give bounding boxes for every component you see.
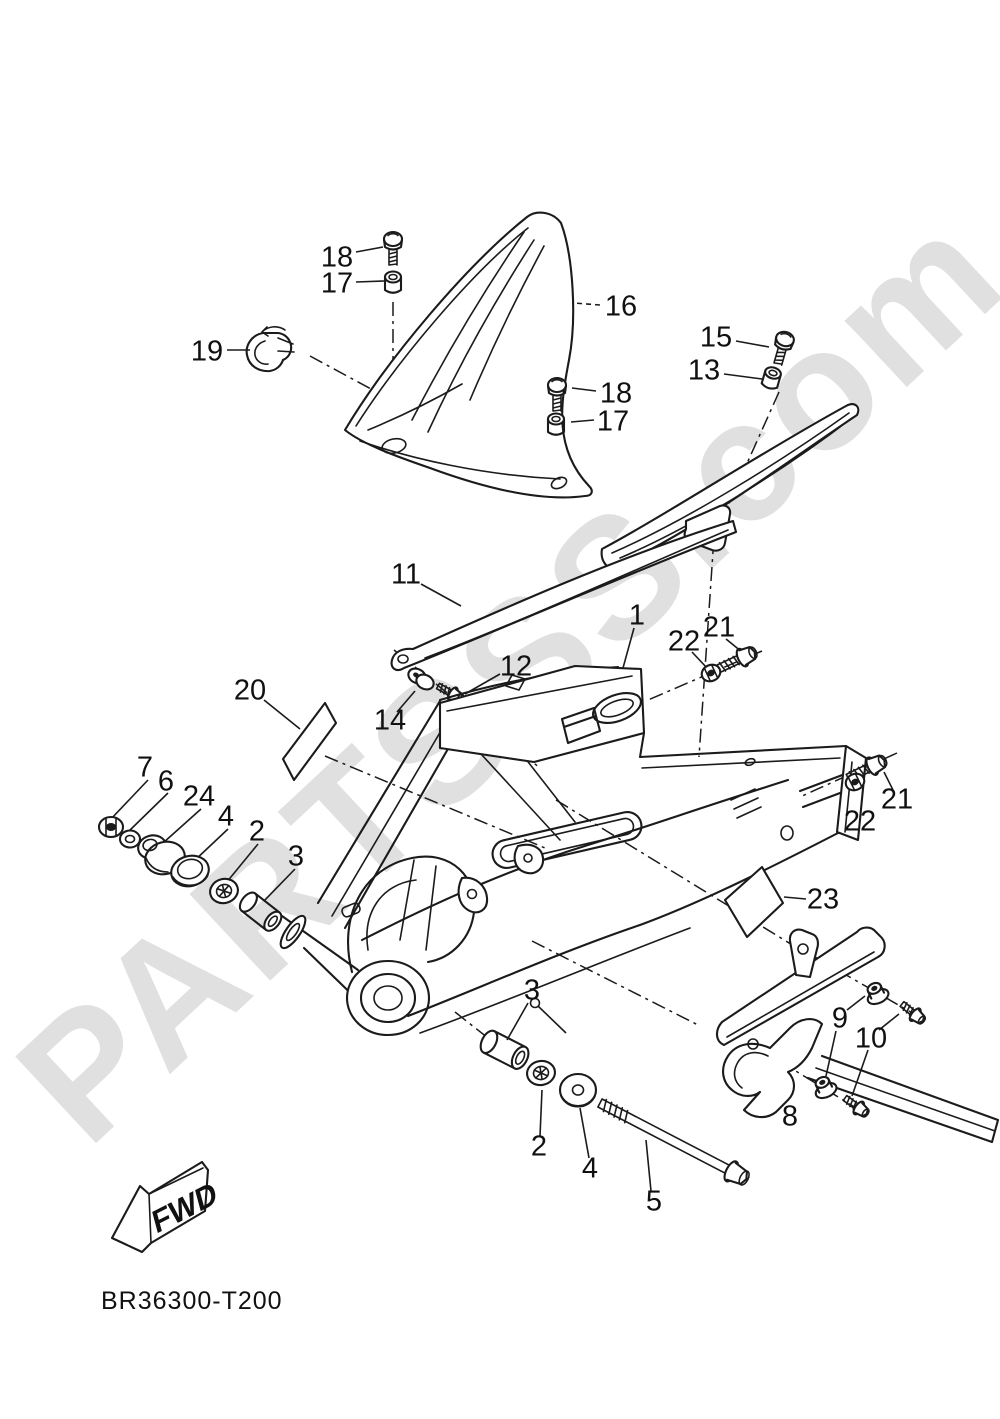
part-callout-7: 7 (136, 751, 154, 784)
part-callout-19: 19 (190, 335, 224, 368)
label-plate-20 (281, 701, 338, 782)
chain-guide-part (722, 1018, 1000, 1144)
fwd-arrow: FWD (110, 1160, 221, 1254)
guide-bolt-10-top (896, 997, 930, 1029)
part-callout-23: 23 (806, 883, 840, 916)
part-callout-8: 8 (781, 1100, 799, 1133)
part-callout-22: 22 (843, 805, 877, 838)
part-callout-10: 10 (854, 1022, 888, 1055)
guard-grommet-14 (407, 667, 435, 691)
guide-collar-9-bottom (809, 1072, 840, 1103)
lower-collar-3 (479, 1029, 530, 1070)
lower-washer-4 (558, 1072, 598, 1108)
seal-guard-part (715, 926, 886, 1047)
diagram-code: BR36300-T200 (101, 1287, 283, 1315)
part-callout-20: 20 (233, 674, 267, 707)
fender-screw-18-left (382, 230, 404, 267)
part-callout-5: 5 (645, 1185, 663, 1218)
pivot-ring-4 (170, 854, 210, 888)
swingarm-nut-22-top (697, 660, 725, 686)
chain-guard-part (390, 519, 738, 672)
part-callout-16: 16 (604, 290, 638, 323)
part-callout-3: 3 (287, 840, 305, 873)
part-callout-9: 9 (831, 1002, 849, 1035)
part-callout-22: 22 (667, 625, 701, 658)
guide-bolt-10-bottom (839, 1090, 874, 1122)
part-callout-17: 17 (596, 405, 630, 438)
part-callout-2: 2 (248, 815, 266, 848)
fender-collar-17-left (383, 270, 403, 294)
part-callout-11: 11 (390, 558, 422, 591)
guide-collar-9-top (861, 978, 892, 1009)
part-callout-2: 2 (530, 1130, 548, 1163)
part-callout-6: 6 (157, 765, 175, 798)
part-callout-4: 4 (217, 800, 235, 833)
part-callout-18: 18 (320, 241, 354, 274)
pivot-shaft-bolt-5 (597, 1098, 750, 1186)
clamp-part (245, 326, 295, 373)
part-callout-13: 13 (687, 354, 721, 387)
part-callout-18: 18 (599, 377, 633, 410)
part-callout-21: 21 (880, 783, 914, 816)
part-callout-3: 3 (523, 974, 541, 1007)
pivot-nut-7 (97, 815, 125, 839)
part-callout-1: 1 (628, 599, 646, 632)
lower-bearing-2 (524, 1057, 558, 1089)
part-callout-4: 4 (581, 1152, 599, 1185)
pivot-collar-3 (238, 891, 283, 932)
part-callout-21: 21 (702, 611, 736, 644)
part-callout-24: 24 (182, 780, 216, 813)
swingarm-part (279, 664, 868, 1037)
rear-fender-part (343, 211, 593, 499)
part-callout-15: 15 (699, 321, 733, 354)
part-callout-12: 12 (499, 650, 533, 683)
label-plate-23 (723, 865, 785, 939)
part-callout-14: 14 (373, 704, 407, 737)
part-callout-17: 17 (320, 267, 354, 300)
pivot-washer-6 (118, 829, 142, 849)
